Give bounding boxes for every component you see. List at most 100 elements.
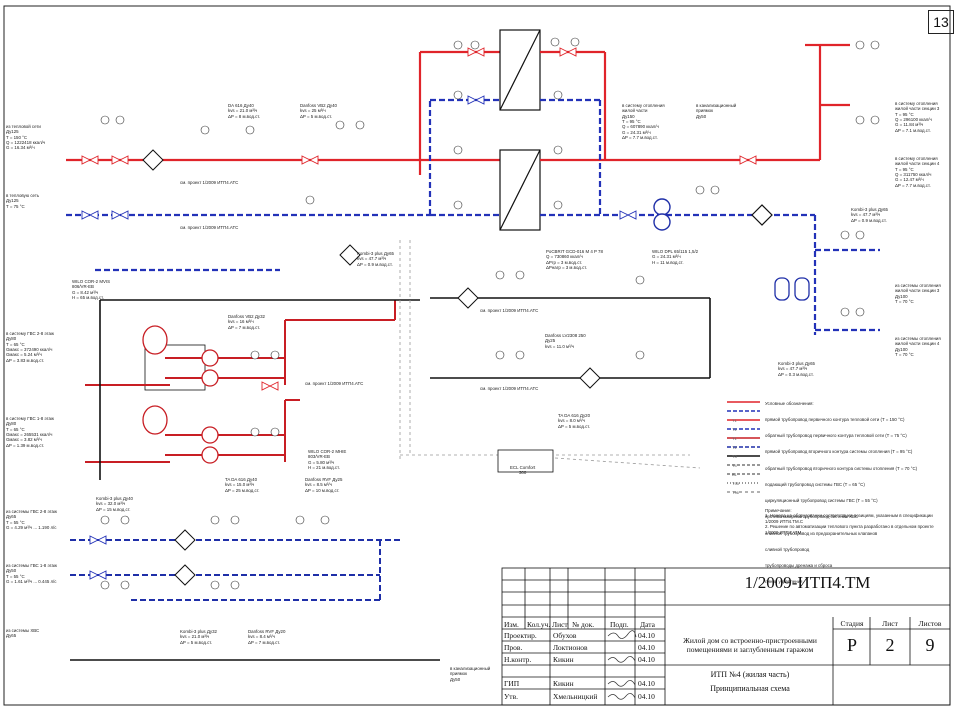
cold-water-line <box>70 297 711 661</box>
legend-item: трубопроводы дренажа и сброса <box>765 563 833 568</box>
stage-value: Р <box>846 635 857 655</box>
row-date: 04.10 <box>638 631 655 640</box>
heat-exchanger-1 <box>499 29 541 111</box>
legend-item: подающий трубопровод системы ГВС (T = 65… <box>765 481 865 487</box>
sheets-label: Листов <box>918 619 942 628</box>
row-date: 04.10 <box>638 679 655 688</box>
circulation-line <box>70 539 400 601</box>
col-ndok: № док. <box>572 620 595 629</box>
row-name: Хмельницкий <box>553 692 598 701</box>
sheets-value: 9 <box>925 635 935 655</box>
legend-item: противопожарный трубопровод системы ХВС <box>765 514 858 520</box>
row-date: 04.10 <box>638 643 655 652</box>
row-date: 04.10 <box>638 692 655 701</box>
col-list: Лист <box>552 620 568 629</box>
ecl-controller-box <box>497 449 554 473</box>
primary-supply-line <box>66 50 500 175</box>
row-name: Кикин <box>553 679 574 688</box>
col-izm: Изм. <box>504 620 519 629</box>
heating-pump <box>653 198 671 231</box>
sheet-frame <box>3 5 951 706</box>
row-role: Н.контр. <box>504 655 532 664</box>
col-date: Дата <box>640 620 655 629</box>
legend-title: Условные обозначения: <box>765 400 814 406</box>
legend: Условные обозначения: прямой трубопровод… <box>765 390 917 590</box>
instrument-gauges <box>100 37 880 590</box>
gvs-pump-group-2 <box>85 399 300 463</box>
row-role: Пров. <box>504 643 523 652</box>
legend-item: обратный трубопровод первичного контура … <box>765 433 907 439</box>
col-podp: Подп. <box>610 620 629 629</box>
row-role: Проектир. <box>504 631 537 640</box>
note-item: 1. Номера на оборудовании соответствуют … <box>765 513 933 524</box>
project-ref-3: см. проект 1/2009 ИТП4.АТС <box>305 381 364 386</box>
row-name: Обухов <box>553 631 577 640</box>
row-name: Локтионов <box>553 643 588 652</box>
row-name: Кикин <box>553 655 574 664</box>
project-ref-5: см. проект 1/2009 ИТП4.АТС <box>480 386 539 391</box>
project-name: Жилой дом со встроенно-пристроенными пом… <box>683 636 817 654</box>
gvs-pump-group-2-pumps <box>142 405 219 464</box>
legend-item: прямой трубопровод первичного контура те… <box>765 417 905 423</box>
row-role: ГИП <box>504 679 520 688</box>
notes-title: Примечание: <box>765 508 792 513</box>
stage-label: Стадия <box>840 619 864 628</box>
gvs-pump-group-1 <box>85 300 396 391</box>
title-block-grid <box>501 567 951 706</box>
legend-lines <box>727 401 760 493</box>
sheet-number: 13 <box>928 10 954 34</box>
row-date: 04.10 <box>638 655 655 664</box>
expansion-tanks <box>774 277 810 301</box>
project-ref-4: см. проект 1/2009 ИТП4.АТС <box>480 308 539 313</box>
gvs-heat-exchangers <box>142 149 601 586</box>
legend-item: линия управления <box>765 579 803 585</box>
sheet-value: 2 <box>885 635 895 655</box>
sheet-title-2: Принципиальная схема <box>710 684 790 693</box>
legend-item: прямой трубопровод вторичного контура си… <box>765 449 913 455</box>
heat-exchanger-2 <box>499 149 541 231</box>
note-item: 2. Решение по автоматизации теплового пу… <box>765 524 934 535</box>
right-heat-exchanger <box>751 204 773 226</box>
legend-item: сливной трубопровод из предохранительных… <box>765 530 878 536</box>
valves <box>81 47 757 580</box>
notes: Примечание: 1. Номера на оборудовании со… <box>765 508 945 535</box>
primary-return-line <box>66 98 500 272</box>
legend-item: циркуляционный трубопровод системы ГВС (… <box>765 498 878 504</box>
col-kolch: Кол.уч. <box>527 620 551 629</box>
legend-item: сливной трубопровод <box>765 546 810 552</box>
sheet-label: Лист <box>882 619 898 628</box>
sheet-title-1: ИТП №4 (жилая часть) <box>710 670 790 679</box>
doc-code: 1/2009-ИТП4.ТМ <box>744 573 871 592</box>
